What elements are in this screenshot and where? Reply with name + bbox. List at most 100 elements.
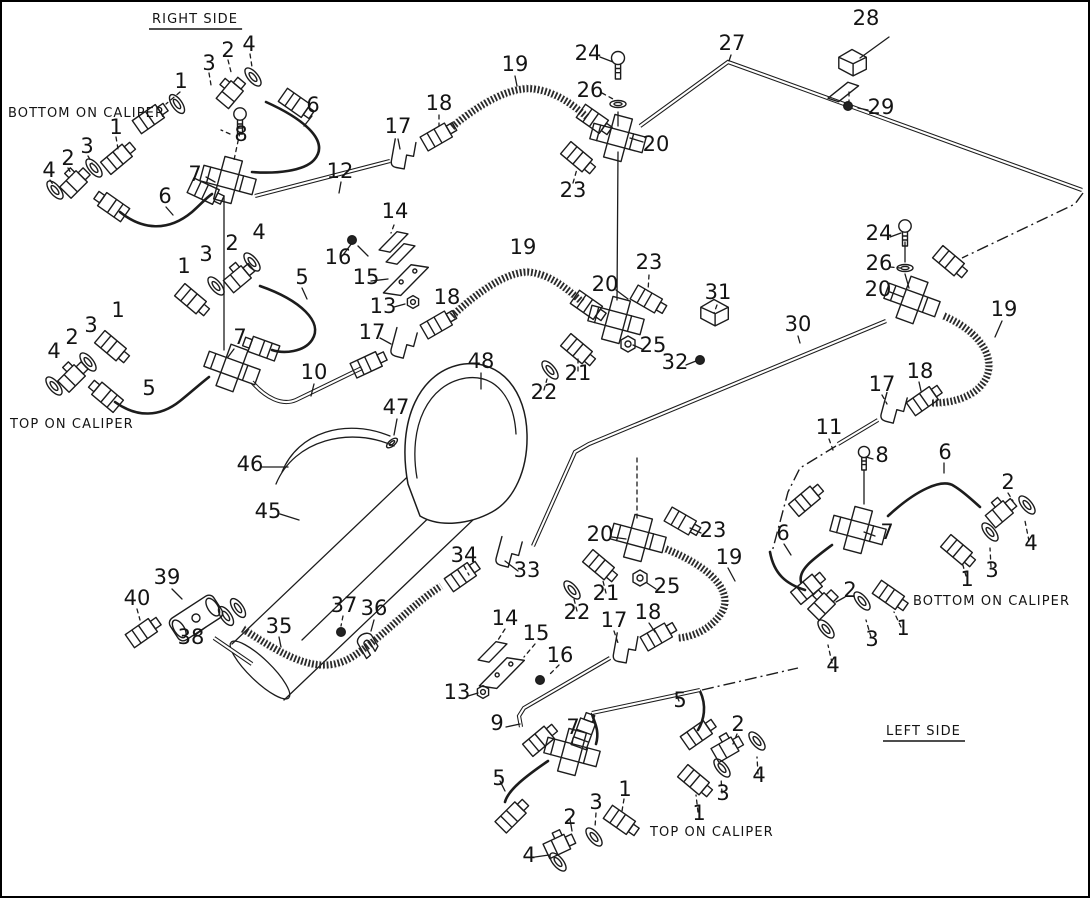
fitting-glyph (561, 334, 598, 369)
part-number-callout-39: 39 (154, 565, 181, 589)
part-number-callout-18: 18 (907, 359, 934, 383)
part-number-callout-27: 27 (719, 31, 746, 55)
caption-top-on-caliper: TOP ON CALIPER (9, 417, 134, 432)
leader-line (649, 623, 655, 632)
bolt-glyph (899, 220, 911, 246)
braided-hose (452, 272, 582, 316)
part-number-callout-25: 25 (640, 333, 667, 357)
hydraulic-linework (50, 37, 1083, 857)
hose-line (120, 194, 212, 226)
hose-line (698, 691, 704, 730)
fitting-glyph (680, 717, 718, 750)
fitting-glyph (187, 178, 225, 207)
leader-line (798, 336, 800, 343)
drum-dome (405, 364, 527, 524)
part-number-callout-17: 17 (385, 114, 412, 138)
part-number-callout-13: 13 (444, 680, 471, 704)
leader-line (729, 55, 731, 61)
part-number-callout-4: 4 (242, 32, 255, 56)
part-number-callout-7: 7 (233, 325, 246, 349)
screw-glyph (696, 356, 705, 365)
part-number-callout-20: 20 (587, 522, 614, 546)
part-number-callout-20: 20 (865, 277, 892, 301)
leader-line (612, 537, 626, 539)
leader-line (398, 139, 400, 149)
nut-glyph (633, 570, 647, 586)
part-number-callout-7: 7 (566, 715, 579, 739)
part-number-callout-4: 4 (752, 763, 765, 787)
part-number-callout-8: 8 (875, 443, 888, 467)
leader-line (343, 243, 352, 255)
part-number-callout-17: 17 (869, 372, 896, 396)
part-number-callout-6: 6 (158, 184, 171, 208)
part-number-callout-8: 8 (234, 122, 247, 146)
braided-hose (666, 549, 725, 638)
hose-line (770, 552, 805, 590)
part-number-callout-1: 1 (692, 801, 705, 825)
braided-hose (932, 316, 989, 403)
plate-glyph (376, 229, 412, 255)
washer-ring-glyph (583, 825, 605, 848)
tee-union-glyph (199, 338, 265, 398)
mount-plate-glyph (378, 261, 433, 300)
part-number-callout-26: 26 (577, 78, 604, 102)
part-number-callout-38: 38 (178, 625, 205, 649)
hose-clamp-glyph (355, 631, 380, 659)
fitting-glyph (86, 378, 123, 413)
leader-line (250, 54, 252, 67)
part-number-callout-25: 25 (654, 574, 681, 598)
rigid-tube (592, 690, 700, 713)
part-number-callout-33: 33 (514, 558, 541, 582)
part-number-callout-2: 2 (225, 231, 238, 255)
part-number-callout-3: 3 (202, 51, 215, 75)
part-number-callout-5: 5 (142, 376, 155, 400)
rigid-tube (214, 638, 252, 664)
washer-ring-glyph (815, 617, 837, 640)
leader-line (890, 267, 900, 268)
screw-glyph (348, 236, 357, 245)
leader-line (602, 93, 613, 99)
fitting-glyph (906, 383, 944, 416)
part-number-callout-19: 19 (991, 297, 1018, 321)
part-number-callout-23: 23 (700, 518, 727, 542)
part-number-callout-23: 23 (560, 178, 587, 202)
rigid-tube (255, 161, 390, 196)
part-number-callout-3: 3 (199, 242, 212, 266)
leader-line (860, 37, 889, 58)
leader-line (535, 855, 549, 857)
part-number-callout-1: 1 (109, 115, 122, 139)
washer-ring-glyph (43, 374, 65, 397)
rigid-tube (252, 368, 362, 402)
leader-line (358, 246, 368, 256)
part-number-callout-2: 2 (843, 578, 856, 602)
leader-line (279, 637, 281, 647)
fitting-glyph (561, 142, 598, 177)
part-number-callout-19: 19 (502, 52, 529, 76)
screw-glyph (844, 102, 853, 111)
washer-ring-glyph (547, 850, 569, 873)
part-number-callout-2: 2 (65, 325, 78, 349)
cylinder-rail (284, 498, 496, 700)
part-number-callout-5: 5 (673, 688, 686, 712)
leader-line (622, 799, 624, 811)
part-number-callout-7: 7 (880, 520, 893, 544)
fitting-glyph (941, 535, 978, 570)
washer-ring-glyph (216, 604, 237, 628)
part-number-callout-1: 1 (960, 567, 973, 591)
leader-line (371, 279, 388, 281)
leader-line (506, 724, 520, 727)
leader-line (890, 292, 903, 297)
part-number-callout-1: 1 (177, 254, 190, 278)
nut-glyph (477, 686, 488, 699)
part-number-callout-18: 18 (426, 91, 453, 115)
part-number-callout-20: 20 (643, 132, 670, 156)
part-number-callout-12: 12 (327, 159, 354, 183)
hose-line (115, 377, 209, 414)
leader-line (166, 207, 173, 215)
part-number-callout-18: 18 (434, 285, 461, 309)
clevis-block-glyph (167, 593, 225, 643)
part-number-callout-22: 22 (531, 380, 558, 404)
leader-line (990, 548, 991, 567)
part-number-callout-4: 4 (42, 158, 55, 182)
washer-ring-glyph (205, 274, 227, 297)
